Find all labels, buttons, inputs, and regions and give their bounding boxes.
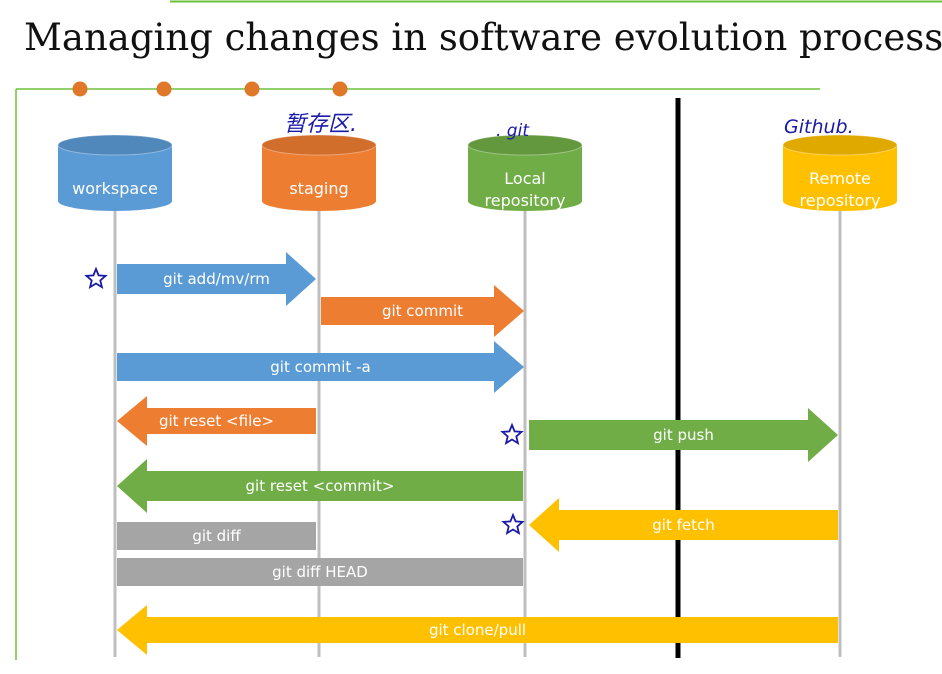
- cylinder-remote: Remote repository: [782, 134, 898, 211]
- operation-label: git commit -a: [270, 358, 370, 376]
- operation-reset-commit: git reset <commit>: [117, 459, 523, 513]
- star-mark-icon: [500, 422, 524, 445]
- bullet-dot: [332, 81, 348, 97]
- cylinder-top: [57, 134, 173, 156]
- cylinder-body: [783, 145, 897, 211]
- cylinder-staging: staging: [261, 134, 377, 211]
- bullet-dot: [244, 81, 260, 97]
- operation-reset-file: git reset <file>: [117, 396, 316, 446]
- star-mark-icon: [84, 266, 108, 289]
- cylinder-local: Local repository: [467, 134, 583, 211]
- cylinder-label: Local: [504, 169, 545, 188]
- cylinder-label: Remote: [809, 169, 871, 188]
- operation-bar: [117, 522, 316, 550]
- operation-commit: git commit: [321, 285, 524, 337]
- git-note: . git: [496, 121, 530, 141]
- operation-arrow: [529, 498, 838, 552]
- cylinder-label: repository: [800, 191, 881, 210]
- operation-bar: [117, 558, 523, 586]
- operation-label: git fetch: [652, 516, 714, 534]
- operation-label: git diff: [192, 527, 241, 545]
- operation-label: git diff HEAD: [272, 563, 368, 581]
- cylinder-label: workspace: [72, 179, 158, 198]
- operation-arrow: [321, 285, 524, 337]
- cylinder-top: [782, 134, 898, 156]
- operation-label: git clone/pull: [429, 621, 526, 639]
- operation-label: git reset <commit>: [246, 477, 395, 495]
- operation-arrow: [117, 605, 838, 655]
- cylinder-label: repository: [485, 191, 566, 210]
- operation-arrow: [117, 341, 524, 393]
- cylinder-workspace: workspace: [57, 134, 173, 211]
- operation-diff: git diff: [117, 522, 316, 550]
- cylinder-top: [261, 134, 377, 156]
- cylinder-body: [468, 145, 582, 211]
- staging-note: 暂存区.: [284, 112, 357, 137]
- github-note: Github.: [784, 116, 854, 138]
- bullet-dot: [72, 81, 88, 97]
- operation-clone-pull: git clone/pull: [117, 605, 838, 655]
- slide-title: Managing changes in software evolution p…: [24, 16, 942, 59]
- operation-arrow: [117, 459, 523, 513]
- operation-arrow: [117, 252, 316, 306]
- operation-arrow: [117, 396, 316, 446]
- cylinder-body: [58, 145, 172, 211]
- operation-commit-a: git commit -a: [117, 341, 524, 393]
- star-mark-icon: [501, 512, 525, 535]
- bullet-dot: [156, 81, 172, 97]
- operation-fetch: git fetch: [529, 498, 838, 552]
- cylinder-top: [467, 134, 583, 156]
- operation-add: git add/mv/rm: [117, 252, 316, 306]
- operation-label: git commit: [382, 302, 463, 320]
- operation-diff-head: git diff HEAD: [117, 558, 523, 586]
- git-operations: git add/mv/rm git commit git commit -a git …: [84, 252, 838, 655]
- operation-label: git push: [653, 426, 714, 444]
- cylinder-body: [262, 145, 376, 211]
- cylinder-label: staging: [289, 179, 348, 198]
- operation-label: git add/mv/rm: [163, 270, 270, 288]
- operation-label: git reset <file>: [159, 412, 274, 430]
- handwritten-notes: 暂存区. . git Github.: [284, 112, 854, 141]
- repository-cylinders: workspace staging Local repository Remote rep…: [57, 134, 898, 211]
- operation-arrow: [529, 408, 838, 462]
- operation-push: git push: [529, 408, 838, 462]
